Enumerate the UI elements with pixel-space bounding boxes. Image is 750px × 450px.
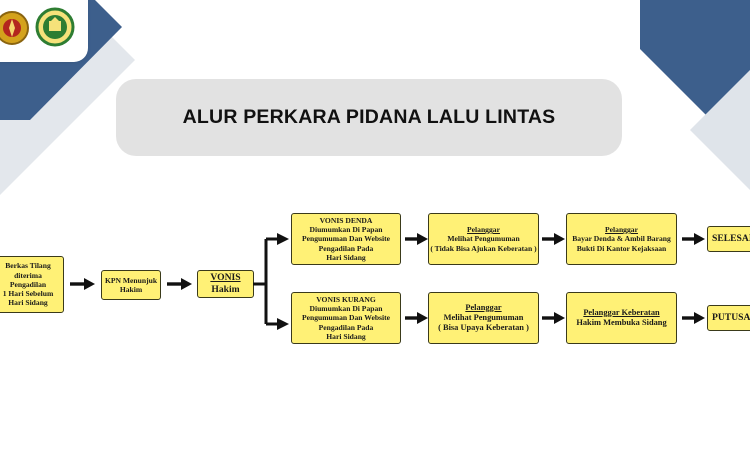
step-putusan: PUTUSAN xyxy=(707,305,750,331)
step-label: SELESAI xyxy=(712,233,750,245)
step-line: Diumumkan Di Papan xyxy=(309,225,383,235)
step-line: Pengumuman Dan Website xyxy=(301,234,391,244)
step-line: Melihat Pengumuman xyxy=(447,234,520,244)
step-line: Melihat Pengumuman xyxy=(443,312,524,322)
step-line: Pengadilan xyxy=(9,279,47,289)
arrow-bayar-to-selesai xyxy=(682,233,705,245)
step-title: VONIS DENDA xyxy=(319,215,373,225)
step-line: ( Tidak Bisa Ajukan Keberatan ) xyxy=(430,243,537,253)
step-vonis-kurang: VONIS KURANG Diumumkan Di Papan Pengumum… xyxy=(291,292,401,344)
step-vonis-hakim: VONIS Hakim xyxy=(197,270,254,298)
step-line: 1 Hari Sebelum xyxy=(2,289,54,299)
step-kpn-menunjuk-hakim: KPN Menunjuk Hakim xyxy=(101,270,161,300)
step-label: PUTUSAN xyxy=(712,312,750,324)
arrow-pelanggar-to-bayar xyxy=(542,233,565,245)
step-title: Pelanggar xyxy=(467,225,500,235)
step-line: KPN Menunjuk xyxy=(104,275,158,285)
step-line: Pengumuman Dan Website xyxy=(301,313,391,323)
step-line: Hakim xyxy=(211,284,240,295)
branch-connector xyxy=(253,233,289,330)
step-line: Hari Sidang xyxy=(326,331,366,341)
step-title: VONIS KURANG xyxy=(316,294,376,304)
step-line: Bukti Di Kantor Kejaksaan xyxy=(576,243,667,253)
step-line: Pengadilan Pada xyxy=(318,243,374,253)
step-line: ( Bisa Upaya Keberatan ) xyxy=(438,323,529,333)
step-berkas-tilang: Berkas Tilang diterima Pengadilan 1 Hari… xyxy=(0,256,64,313)
step-pelanggar-keberatan: Pelanggar Keberatan Hakim Membuka Sidang xyxy=(566,292,677,344)
arrow-berkas-to-kpn xyxy=(70,278,95,290)
step-title: Pelanggar xyxy=(605,225,638,235)
right-corner-decoration xyxy=(640,0,750,190)
step-line: Hakim xyxy=(119,285,143,294)
arrow-kpn-to-vonis xyxy=(167,278,192,290)
step-title: Pelanggar xyxy=(465,302,502,312)
step-selesai: SELESAI xyxy=(707,226,750,252)
step-line: Hari Sidang xyxy=(8,298,48,308)
arrow-kurang-to-pelanggar xyxy=(405,312,428,324)
arrow-keberatan-to-putusan xyxy=(682,312,705,324)
step-line: diterima xyxy=(14,270,42,280)
arrow-pelanggar-to-keberatan xyxy=(542,312,565,324)
title-banner: ALUR PERKARA PIDANA LALU LINTAS xyxy=(116,79,622,156)
green-court-emblem-icon xyxy=(35,7,75,47)
step-line: Berkas Tilang xyxy=(5,261,51,271)
step-denda-bayar: Pelanggar Bayar Denda & Ambil Barang Buk… xyxy=(566,213,677,265)
step-line: Pengadilan Pada xyxy=(318,322,374,332)
step-title: VONIS xyxy=(210,272,241,284)
logo-panel xyxy=(0,0,88,62)
arrow-denda-to-pelanggar xyxy=(405,233,428,245)
gold-emblem-icon xyxy=(0,11,29,45)
page-title: ALUR PERKARA PIDANA LALU LINTAS xyxy=(182,106,556,128)
step-line: Diumumkan Di Papan xyxy=(309,304,383,314)
step-title: Pelanggar Keberatan xyxy=(583,307,660,317)
step-denda-pelanggar-melihat: Pelanggar Melihat Pengumuman ( Tidak Bis… xyxy=(428,213,539,265)
step-line: Hakim Membuka Sidang xyxy=(576,318,667,327)
step-line: Hari Sidang xyxy=(326,252,366,262)
step-kurang-pelanggar-melihat: Pelanggar Melihat Pengumuman ( Bisa Upay… xyxy=(428,292,539,344)
step-line: Bayar Denda & Ambil Barang xyxy=(572,234,671,244)
step-vonis-denda: VONIS DENDA Diumumkan Di Papan Pengumuma… xyxy=(291,213,401,265)
